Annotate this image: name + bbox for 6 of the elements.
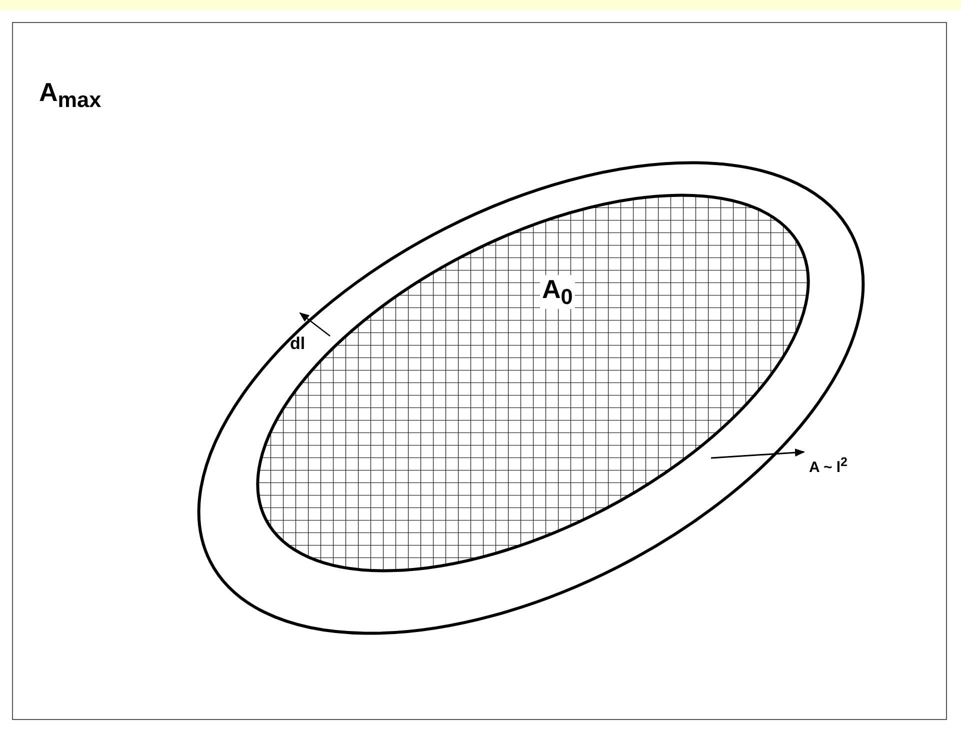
area-label: A$_{max}$ [39, 77, 102, 114]
formula-label: A ~ l$^{2}$ [809, 455, 848, 476]
arrow [710, 448, 805, 459]
area-label: A$_{0}$ [540, 275, 575, 310]
diagram-frame [12, 22, 947, 720]
dimension-label: dl [290, 334, 306, 354]
